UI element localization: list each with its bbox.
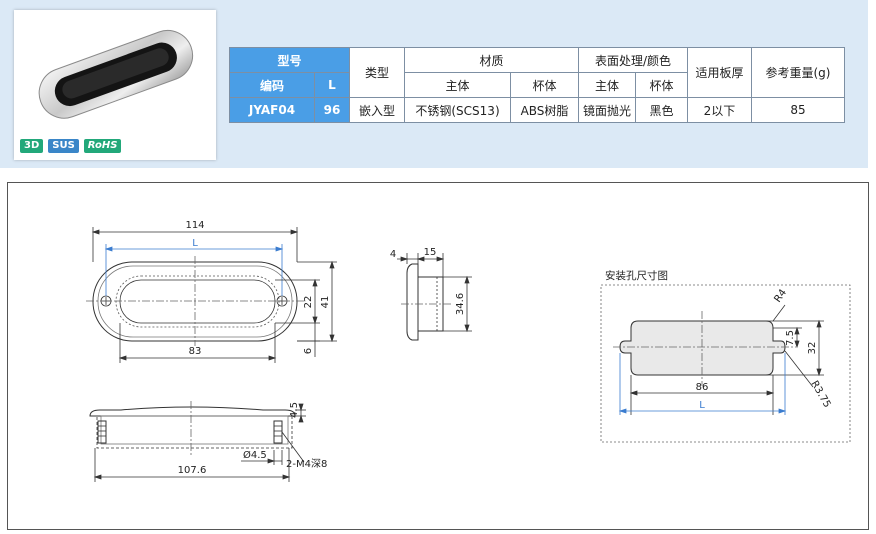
dim-86: 86 <box>696 382 709 393</box>
header-L: L <box>314 72 350 98</box>
header-material-cup: 杯体 <box>510 72 579 98</box>
cell-finish-cup: 黑色 <box>635 97 688 123</box>
cutout-title: 安装孔尺寸图 <box>605 269 668 282</box>
header-finish-body: 主体 <box>578 72 636 98</box>
cell-code: JYAF04 <box>229 97 315 123</box>
side-view <box>397 253 472 341</box>
dim-114: 114 <box>185 220 204 231</box>
cell-thickness: 2以下 <box>687 97 752 123</box>
cutout-view <box>600 284 851 443</box>
header-weight: 参考重量(g) <box>751 47 845 98</box>
badge-rohs: RoHS <box>83 139 122 153</box>
header-material: 材质 <box>404 47 579 73</box>
dim-L-top: L <box>192 238 198 249</box>
dim-diameter-4-5: Ø4.5 <box>243 449 267 461</box>
dim-15: 15 <box>424 247 437 258</box>
dim-83: 83 <box>189 346 202 357</box>
spec-table: 型号 类型 材质 表面处理/颜色 适用板厚 参考重量(g) 编码 L 主体 杯体… <box>229 47 845 123</box>
cell-type: 嵌入型 <box>349 97 405 123</box>
dim-6: 6 <box>303 348 314 354</box>
cell-material-body: 不锈钢(SCS13) <box>404 97 511 123</box>
header-type: 类型 <box>349 47 405 98</box>
drawing-canvas: 114 L 83 22 41 6 4 15 34.6 4.5 Ø4.5 2-M4… <box>86 220 851 482</box>
dim-32: 32 <box>807 342 818 355</box>
dim-r4: R4 <box>772 288 789 305</box>
product-photo <box>38 30 194 119</box>
product-photo-card: 3D SUS RoHS <box>14 10 216 160</box>
cell-weight: 85 <box>751 97 845 123</box>
header-model: 型号 <box>229 47 350 73</box>
header-finish: 表面处理/颜色 <box>578 47 688 73</box>
cell-L: 96 <box>314 97 350 123</box>
dim-22: 22 <box>303 296 314 309</box>
header-material-body: 主体 <box>404 72 511 98</box>
badge-3d: 3D <box>20 139 44 153</box>
header-finish-cup: 杯体 <box>635 72 688 98</box>
dim-41: 41 <box>320 296 331 309</box>
badge-row: 3D SUS RoHS <box>20 139 122 153</box>
technical-drawing: 114 L 83 22 41 6 4 15 34.6 4.5 Ø4.5 2-M4… <box>7 182 869 530</box>
cell-material-cup: ABS树脂 <box>510 97 579 123</box>
cell-finish-body: 镜面抛光 <box>578 97 636 123</box>
dim-m4-thread: 2-M4深8 <box>286 458 327 470</box>
dim-7-5: 7.5 <box>785 330 796 346</box>
dim-L-cutout: L <box>699 400 705 411</box>
header-code: 编码 <box>229 72 315 98</box>
dim-4: 4 <box>390 249 396 260</box>
top-view <box>86 227 337 363</box>
header-thickness: 适用板厚 <box>687 47 752 98</box>
dim-4-5: 4.5 <box>289 402 300 418</box>
badge-sus: SUS <box>48 139 79 153</box>
front-view <box>89 401 306 482</box>
dim-r3-75: R3.75 <box>808 379 832 410</box>
dim-34-6: 34.6 <box>455 293 466 315</box>
dim-107-6: 107.6 <box>178 465 207 476</box>
